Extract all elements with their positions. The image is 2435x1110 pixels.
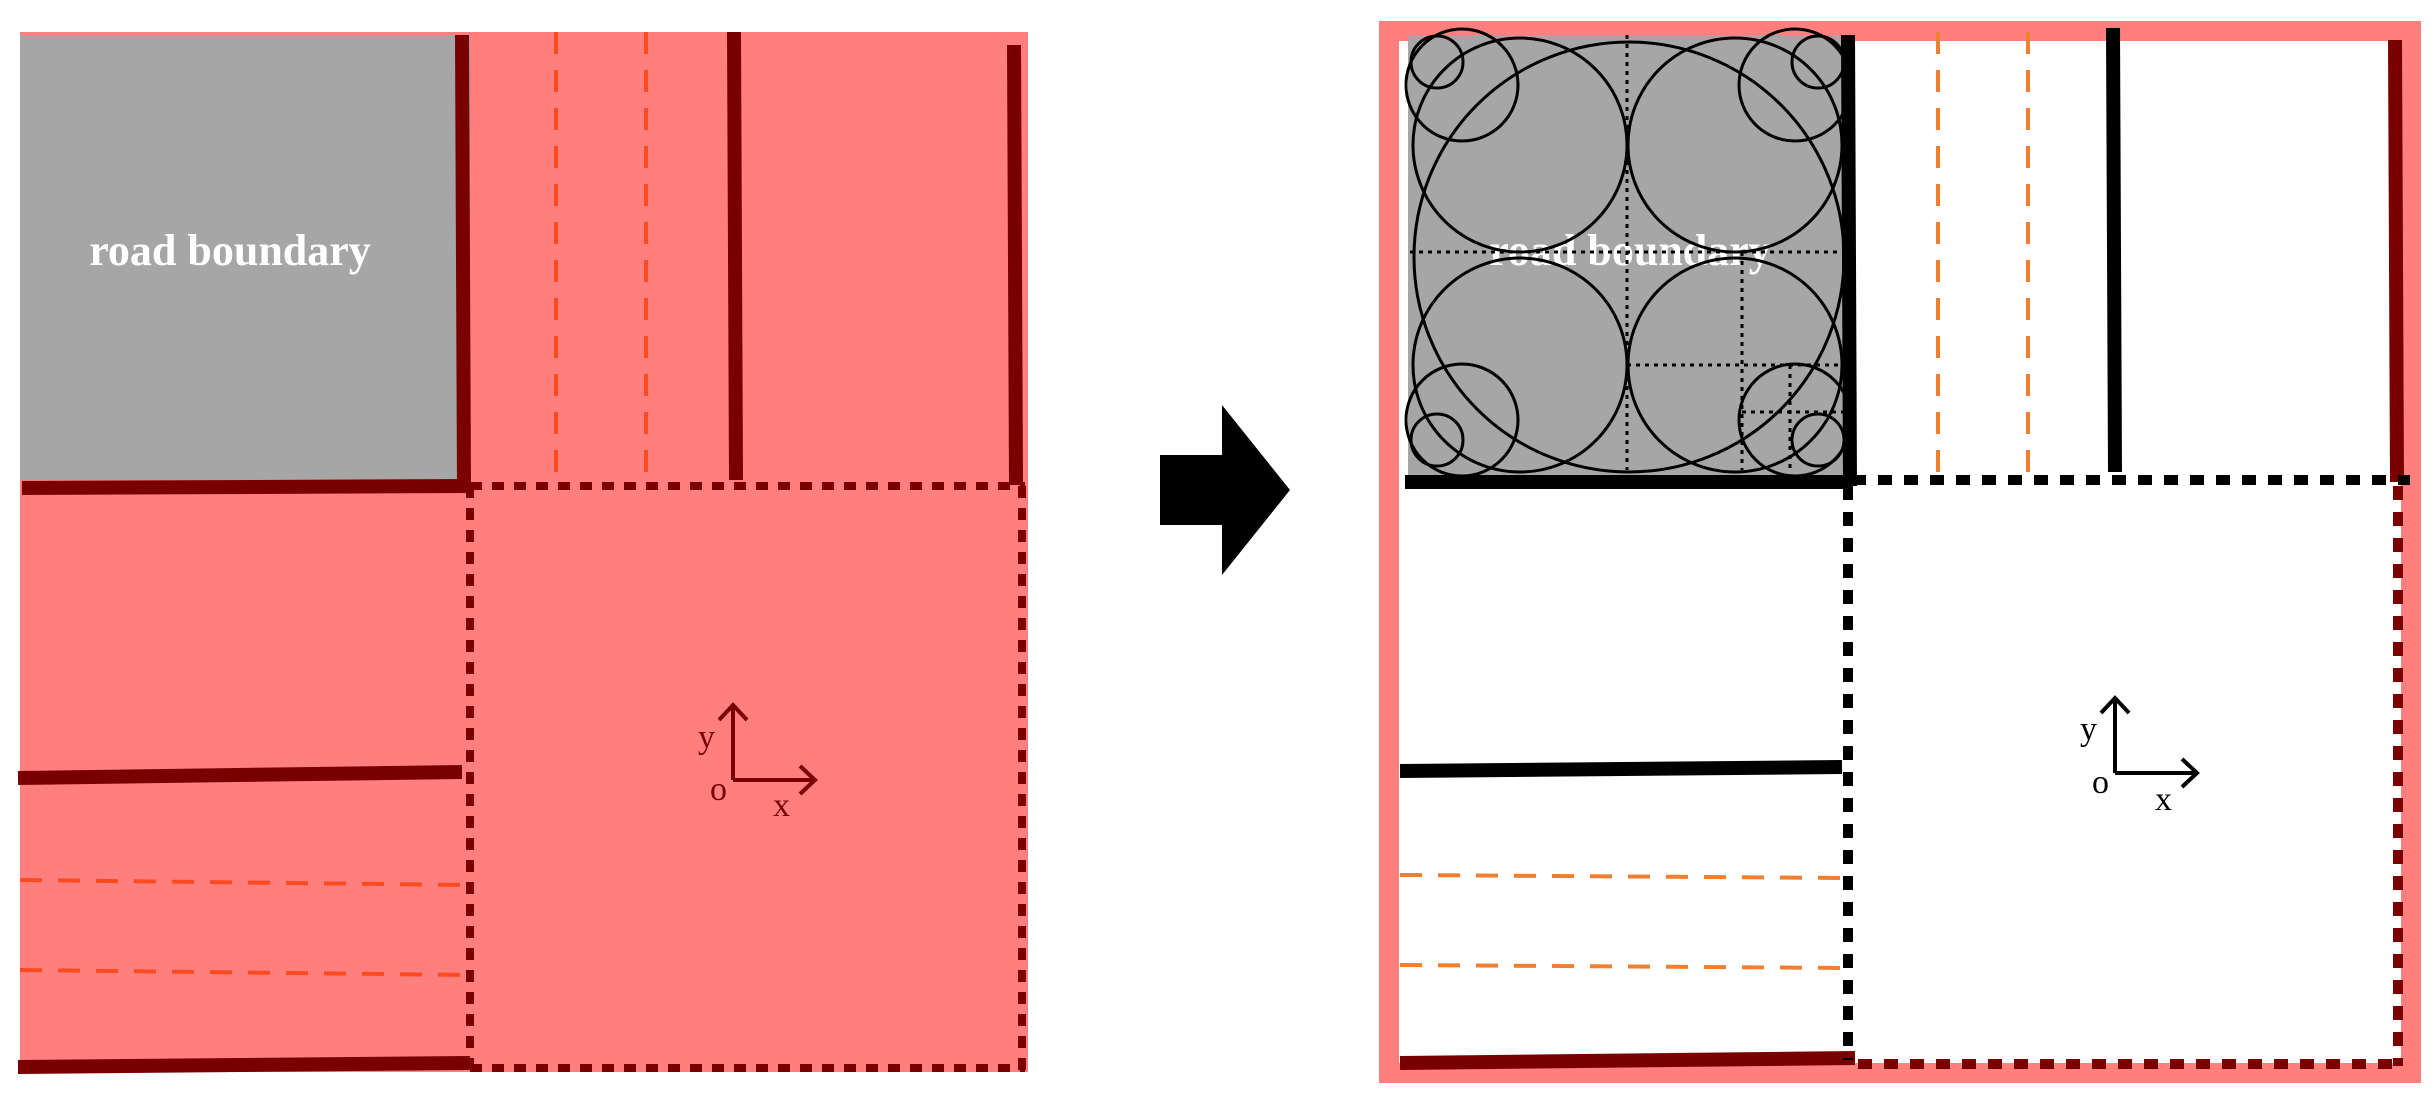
cell-boundaries <box>1843 475 2410 1060</box>
road-boundary-label: road boundary <box>89 226 371 275</box>
boundary-line <box>1399 1051 1856 1070</box>
coordinate-axes <box>2099 695 2200 789</box>
y-axis-label: y <box>2080 711 2097 748</box>
x-axis-arrowhead <box>798 764 818 796</box>
covering-circle <box>1409 412 1465 468</box>
boundary-line <box>455 34 471 489</box>
subdivision-grid <box>1410 35 1850 470</box>
y-axis-label: y <box>698 719 715 756</box>
boundary-lines <box>17 31 1023 1074</box>
boundary-line <box>21 479 471 495</box>
origin-label: o <box>710 771 727 808</box>
right-panel: road boundary <box>1379 21 2421 1083</box>
coordinate-axes <box>717 702 818 796</box>
cell-boundaries <box>466 482 1026 1072</box>
origin-label: o <box>2092 764 2109 801</box>
boundary-lines-edge <box>1399 39 2404 1070</box>
left-panel: road boundary <box>17 31 1028 1074</box>
boundary-line <box>727 31 743 481</box>
road-boundary-region <box>1408 35 1850 480</box>
boundary-line <box>17 1056 471 1074</box>
boundary-line <box>1399 760 1843 778</box>
covering-circle <box>1409 34 1465 90</box>
boundary-line <box>17 765 463 785</box>
y-axis-arrowhead <box>717 702 749 722</box>
x-axis-label: x <box>773 787 790 824</box>
y-axis-arrowhead <box>2099 695 2131 715</box>
boundary-line <box>1841 34 1857 487</box>
cell-boundaries-edge <box>1858 486 2403 1069</box>
boundary-line <box>2388 39 2404 483</box>
road-boundary-region <box>20 35 470 480</box>
transform-arrow <box>1160 405 1290 575</box>
boundary-line <box>2106 27 2122 473</box>
x-axis-arrowhead <box>2180 757 2200 789</box>
x-axis-label: x <box>2155 781 2172 818</box>
boundary-lines <box>1399 27 2122 778</box>
boundary-line <box>1007 44 1023 486</box>
covering-circle <box>1404 27 1520 143</box>
